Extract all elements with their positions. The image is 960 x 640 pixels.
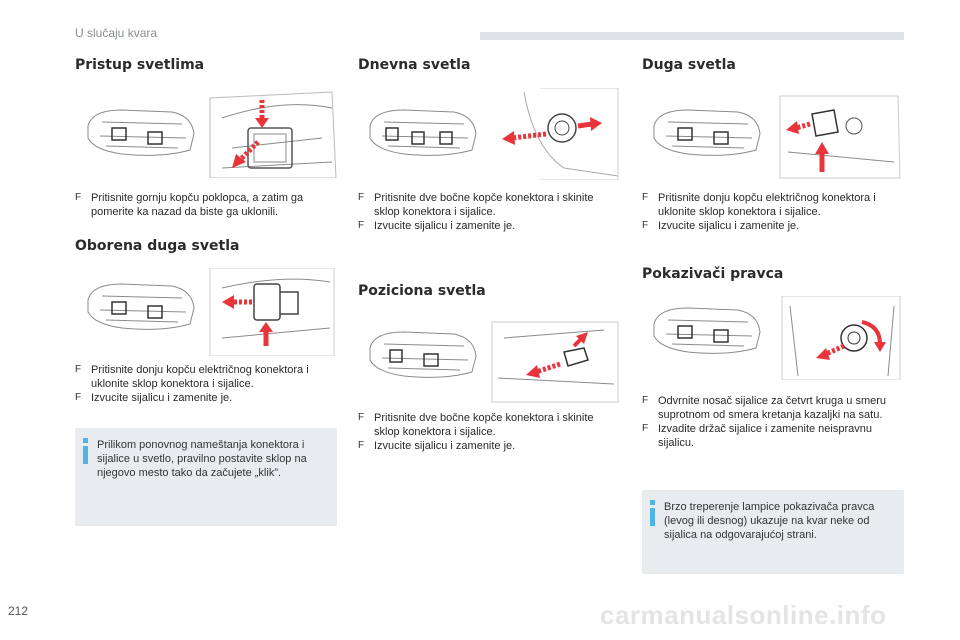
info-icon	[650, 500, 655, 526]
bullet-marker: F	[642, 423, 649, 434]
illustration-access	[82, 88, 338, 178]
illustration-indicators	[648, 296, 904, 380]
section-title-indicators: Pokazivači pravca	[642, 266, 784, 282]
bullet-marker: F	[75, 364, 82, 375]
page-number: 212	[8, 604, 29, 618]
illustration-daytime	[364, 88, 620, 180]
illustration-position	[364, 318, 620, 404]
section-title-low-beam: Oborena duga svetla	[75, 238, 240, 254]
bullet-marker: F	[75, 192, 82, 203]
section-title-access: Pristup svetlima	[75, 57, 205, 73]
note-box-low-beam: Prilikom ponovnog nameštanja konektora i…	[75, 428, 337, 526]
chapter-title: U slučaju kvara	[75, 26, 158, 40]
bullet-marker: F	[75, 392, 82, 403]
bullet-marker: F	[358, 220, 365, 231]
bullet-marker: F	[642, 395, 649, 406]
note-box-indicators: Brzo treperenje lampice pokazivača pravc…	[642, 490, 904, 574]
illustration-low-beam	[82, 268, 338, 356]
section-title-position: Poziciona svetla	[358, 283, 486, 299]
header-bar	[480, 32, 904, 40]
info-icon	[83, 438, 88, 464]
illustration-high-beam	[648, 92, 904, 180]
watermark: carmanualsonline.info	[600, 600, 887, 630]
section-title-daytime: Dnevna svetla	[358, 57, 471, 73]
bullet-marker: F	[642, 192, 649, 203]
bullet-marker: F	[358, 412, 365, 423]
bullet-marker: F	[358, 192, 365, 203]
bullet-marker: F	[642, 220, 649, 231]
bullet-marker: F	[358, 440, 365, 451]
section-title-high-beam: Duga svetla	[642, 57, 736, 73]
